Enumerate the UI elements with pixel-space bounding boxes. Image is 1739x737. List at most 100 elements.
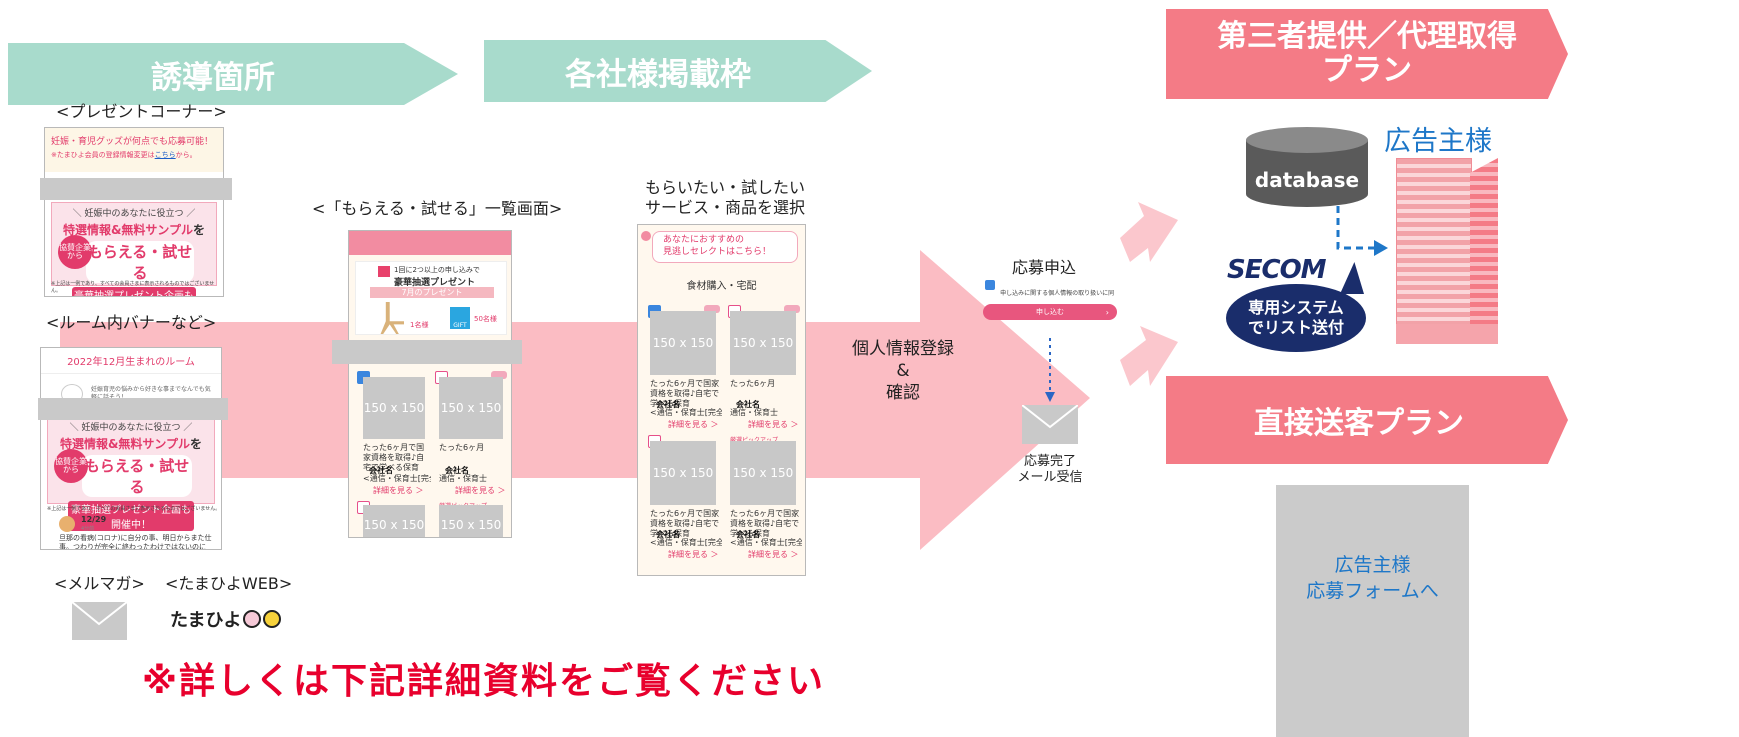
select-caption-line1: もらいたい・試したい bbox=[645, 178, 806, 197]
ad-line3: もらえる・試せる bbox=[86, 241, 194, 283]
card-title: たった6ヶ月で国家資格を取得♪自宅で学べる保育 bbox=[730, 509, 800, 538]
branch-arrows bbox=[1120, 202, 1178, 386]
list-card[interactable]: 厳選ピックアップ 150 x 150 bbox=[433, 501, 509, 537]
register-label: 個人情報登録 & 確認 bbox=[844, 338, 962, 404]
apply-title: 応募申込 bbox=[1012, 258, 1077, 277]
apply-button-label: 申し込む bbox=[1036, 308, 1064, 316]
card-image: 150 x 150 bbox=[730, 311, 796, 375]
mailmag-caption: <メルマガ> bbox=[54, 574, 145, 593]
ad-line2-suffix: を bbox=[193, 223, 206, 237]
card-image: 150 x 150 bbox=[439, 505, 503, 537]
card-detail-link[interactable]: 詳細を見る ＞ bbox=[748, 420, 799, 429]
building-base bbox=[1396, 324, 1498, 344]
select-card[interactable]: 厳選ピックアップ 150 x 150 たった6ヶ月で国家資格を取得♪自宅で学べる… bbox=[724, 435, 802, 560]
bubble-line1: あなたにおすすめの bbox=[663, 235, 745, 245]
header-induce-label: 誘導箇所 bbox=[151, 59, 275, 96]
banner-prize2: 50名様 bbox=[474, 315, 497, 323]
card-title: たった6ヶ月で国家資格を取得♪自宅で学べる保育 bbox=[650, 379, 720, 408]
post-date: 12/29 bbox=[81, 515, 107, 524]
list-card[interactable]: 150 x 150 たった6ヶ月 会社名 通信・保育士 詳細を見る ＞ bbox=[433, 371, 509, 496]
card-detail-link[interactable]: 詳細を見る ＞ bbox=[373, 486, 424, 495]
select-screen: あなたにおすすめの 見逃しセレクトはこちら！ 食材購入・宅配 150 x 150… bbox=[637, 224, 806, 576]
post-time: 4分前 bbox=[81, 526, 95, 532]
apply-done-line2: メール受信 bbox=[1017, 470, 1083, 486]
card-detail-link[interactable]: 詳細を見る ＞ bbox=[668, 550, 719, 559]
ad-line3: もらえる・試せる bbox=[82, 455, 192, 497]
present-corner-caption: <プレゼントコーナー> bbox=[56, 102, 227, 121]
card-image: 150 x 150 bbox=[730, 441, 796, 505]
ad-badge: 協賛企業から bbox=[54, 449, 88, 483]
present-sub-link[interactable]: こちら bbox=[154, 151, 176, 159]
room-text: 妊娠育児の悩みから好きな事までなんでも気軽に話そう！ bbox=[91, 386, 211, 401]
card-image: 150 x 150 bbox=[363, 377, 425, 439]
select-caption-line2: サービス・商品を選択 bbox=[645, 198, 806, 217]
avatar bbox=[59, 516, 75, 532]
list-screen: 1回に2つ以上の申し込みで 豪華抽選プレゼント 7月のプレゼント 1名様 GIF… bbox=[348, 230, 512, 538]
ad-line1: ＼ 妊娠中のあなたに役立つ ／ bbox=[72, 209, 196, 219]
banner-line1: 1回に2つ以上の申し込みで bbox=[394, 266, 480, 274]
consent-checkbox[interactable] bbox=[985, 280, 995, 290]
ad-line2-text: 特選情報&無料サンプル bbox=[62, 223, 194, 237]
card-company: 会社名 bbox=[445, 466, 469, 475]
card-image: 150 x 150 bbox=[650, 441, 716, 505]
register-line2: & bbox=[896, 361, 910, 382]
tamahiyo-chick-icon bbox=[263, 610, 282, 628]
secom-logo: SECOM bbox=[1227, 255, 1327, 285]
redaction-bar bbox=[332, 340, 522, 364]
chevron-right-icon: › bbox=[1105, 307, 1109, 317]
card-detail-link[interactable]: 詳細を見る ＞ bbox=[668, 420, 719, 429]
building-icon bbox=[1396, 158, 1472, 344]
card-company: 会社名 bbox=[736, 400, 760, 409]
select-card[interactable]: 150 x 150 たった6ヶ月 会社名 通信・保育士 詳細を見る ＞ bbox=[724, 305, 802, 430]
down-arrow bbox=[1045, 338, 1055, 402]
header-induce: 誘導箇所 bbox=[8, 43, 458, 105]
list-card[interactable]: 150 x 150 bbox=[355, 501, 431, 537]
card-company: 会社名 bbox=[656, 400, 680, 409]
gift-card-icon: GIFT bbox=[450, 307, 470, 329]
bubble-tail bbox=[1340, 262, 1364, 294]
card-company: 会社名 bbox=[369, 466, 393, 475]
card-company-sub: 通信・保育士 bbox=[439, 474, 487, 483]
ad-line1: ＼ 妊娠中のあなたに役立つ ／ bbox=[69, 423, 193, 433]
database-icon bbox=[1246, 127, 1368, 207]
room-ad-note: ※上記は一例であり、すべての会員さまに表示されるものではございません。 bbox=[47, 506, 221, 512]
flow-arrow bbox=[60, 250, 1090, 550]
ad-line2: 特選情報&無料サンプルを bbox=[52, 221, 216, 238]
card-company-sub: <通信・保育士[完全合格… bbox=[650, 538, 722, 547]
select-card[interactable]: 150 x 150 たった6ヶ月で国家資格を取得♪自宅で学べる保育 会社名 <通… bbox=[644, 435, 722, 560]
header-slots-label: 各社様掲載枠 bbox=[565, 56, 751, 93]
present-sub-text: ※たまひよ会員の登録情報変更は bbox=[51, 151, 155, 159]
present-ad-banner[interactable]: ＼ 妊娠中のあなたに役立つ ／ 特選情報&無料サンプルを 協賛企業から もらえる… bbox=[51, 202, 217, 296]
card-company-sub: <通信・保育士[完全合格… bbox=[363, 474, 431, 483]
room-ad-banner[interactable]: ＼ 妊娠中のあなたに役立つ ／ 特選情報&無料サンプルを 協賛企業から もらえる… bbox=[47, 416, 215, 531]
ad-line2-suffix: を bbox=[190, 437, 203, 451]
select-card[interactable]: 150 x 150 たった6ヶ月で国家資格を取得♪自宅で学べる保育 会社名 <通… bbox=[644, 305, 722, 430]
card-detail-link[interactable]: 詳細を見る ＞ bbox=[455, 486, 506, 495]
apply-done-line1: 応募完了 bbox=[1023, 454, 1076, 469]
header-slots: 各社様掲載枠 bbox=[484, 40, 872, 102]
list-card[interactable]: 150 x 150 たった6ヶ月で国家資格を取得♪自宅で学べる保育 会社名 <通… bbox=[355, 371, 431, 496]
header-direct: 直接送客プラン bbox=[1166, 376, 1568, 464]
dedicated-system-bubble: 専用システム でリスト送付 bbox=[1226, 284, 1366, 352]
apply-button[interactable]: 申し込む › bbox=[983, 304, 1117, 320]
category-label: 食材購入・宅配 bbox=[686, 281, 757, 292]
ad-badge: 協賛企業から bbox=[58, 235, 92, 269]
list-banner[interactable]: 1回に2つ以上の申し込みで 豪華抽選プレゼント 7月のプレゼント 1名様 GIF… bbox=[355, 261, 507, 335]
new-badge bbox=[491, 371, 507, 379]
card-detail-link[interactable]: 詳細を見る ＞ bbox=[748, 550, 799, 559]
mail-icon bbox=[72, 602, 127, 640]
list-caption: <「もらえる・試せる」一覧画面> bbox=[312, 199, 563, 218]
tamahiyo-face-icon bbox=[243, 610, 262, 628]
list-header bbox=[349, 231, 511, 255]
bubble-line2: でリスト送付 bbox=[1247, 318, 1344, 337]
web-caption: <たまひよWEB> bbox=[165, 574, 293, 593]
bubble-line1: 専用システム bbox=[1248, 298, 1344, 317]
ad-line4: 豪華抽選プレゼント企画も開催中！ bbox=[72, 287, 196, 296]
present-top-line: 妊娠・育児グッズが何点でも応募可能！ bbox=[51, 137, 214, 147]
header-third-party-line1: 第三者提供／代理取得 bbox=[1217, 18, 1517, 54]
form-line2: 応募フォームへ bbox=[1306, 579, 1439, 602]
advertiser-form-box[interactable]: 広告主様 応募フォームへ bbox=[1276, 485, 1469, 737]
header-direct-label: 直接送客プラン bbox=[1254, 406, 1464, 441]
chair-icon bbox=[380, 302, 404, 334]
form-line1: 広告主様 bbox=[1334, 554, 1411, 576]
